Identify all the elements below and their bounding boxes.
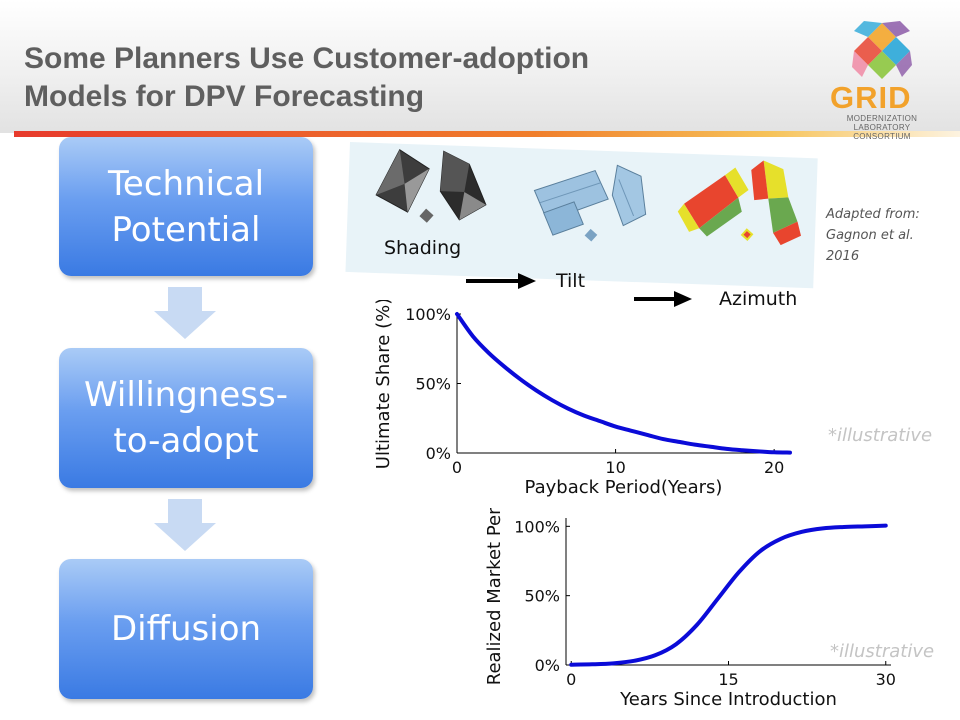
azimuth-roof-image	[677, 160, 802, 246]
logo-petal-8	[854, 21, 882, 37]
citation-note: Adapted from: Gagnon et al. 2016	[826, 207, 920, 264]
series-line	[569, 523, 888, 667]
y-tick-label: 0%	[426, 444, 451, 463]
x-tick-label: 0	[452, 458, 462, 477]
x-tick-label: 15	[718, 670, 738, 689]
series-line	[455, 312, 792, 455]
y-tick-label: 100%	[405, 305, 451, 324]
x-axis-label: Payback Period(Years)	[525, 477, 723, 498]
y-tick-label: 0%	[535, 656, 560, 675]
grid-logo-mark	[852, 21, 912, 79]
x-tick-label: 0	[566, 670, 576, 689]
tilt-roof-image	[533, 164, 647, 242]
illustrative-note: *illustrative	[828, 425, 933, 446]
slide-title: Some Planners Use Customer-adoption Mode…	[24, 42, 590, 113]
step-willingness-to-adopt: Willingness- to-adopt	[59, 348, 313, 488]
grid-logo: GRID MODERNIZATION LABORATORY CONSORTIUM	[826, 20, 938, 141]
logo-petal-6	[852, 51, 868, 77]
right-arrow-icon	[634, 291, 692, 307]
rooftop-images	[345, 142, 818, 289]
x-tick-label: 30	[876, 670, 896, 689]
slide-header	[0, 0, 960, 133]
y-tick-label: 50%	[524, 587, 560, 606]
x-tick-label: 20	[764, 458, 784, 477]
y-axis-label: Realized Market Pen.	[484, 508, 505, 685]
y-tick-label: 50%	[415, 375, 451, 394]
right-arrow-icon	[466, 273, 536, 289]
illustrative-note: *illustrative	[830, 641, 935, 662]
azimuth-label: Azimuth	[719, 288, 798, 310]
down-arrow-icon	[154, 287, 216, 339]
rooftop-illustrations	[375, 149, 802, 246]
logo-petal-5	[882, 21, 910, 37]
x-tick-label: 10	[605, 458, 625, 477]
title-underline	[14, 131, 960, 137]
down-arrow-icon	[154, 499, 216, 551]
step-diffusion: Diffusion	[59, 559, 313, 699]
y-axis-label: Ultimate Share (%)	[373, 300, 394, 469]
logo-petal-7	[896, 51, 912, 77]
step-technical-potential: Technical Potential	[59, 137, 313, 276]
tilt-label: Tilt	[556, 270, 586, 292]
x-axis-label: Years Since Introduction	[619, 689, 837, 710]
logo-wordmark: GRID	[830, 80, 912, 115]
shading-roof-image	[375, 149, 487, 223]
logo-subtitle: MODERNIZATION LABORATORY CONSORTIUM	[846, 114, 918, 141]
shading-label: Shading	[384, 237, 462, 259]
y-tick-label: 100%	[514, 517, 560, 536]
